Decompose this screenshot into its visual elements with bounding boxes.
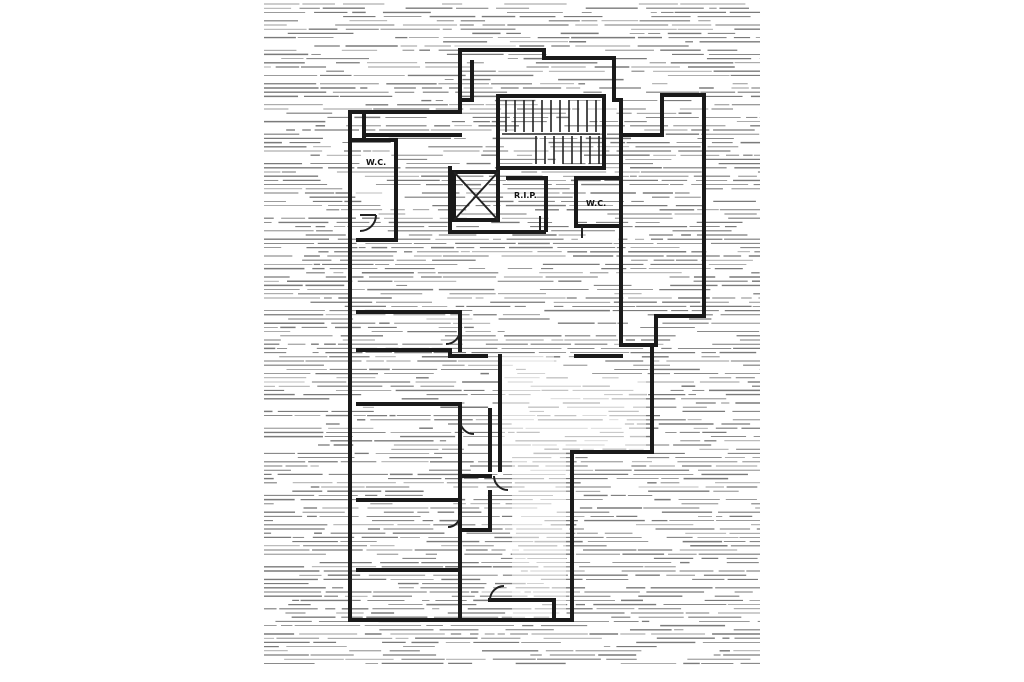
partition-4 [458,474,492,532]
corridor-wall-upper [458,60,474,114]
wc-right-label: W.C. [586,199,606,208]
elevator-shaft-icon [452,170,500,222]
door-swing-4 [493,475,509,491]
door-swing-5 [489,585,505,601]
wc-left-label: W.C. [366,158,386,167]
door-swing-1 [445,329,461,345]
lift-block-wall [448,166,546,234]
partition-3 [356,402,492,478]
wc-left-wall [356,138,398,242]
staircase-icon [502,100,600,164]
floor-plan-drawing: W.C. R.I.P. W.C. [264,3,760,665]
wc-left-door [359,214,377,232]
stair-core-wall [496,94,606,170]
elevator-cross [453,171,499,221]
wc-right-wall [574,176,622,228]
door-swing-3 [447,514,461,528]
outer-wall [348,48,654,622]
partition-2 [356,348,488,358]
right-annex-wall [619,93,706,347]
scan-hatch-pattern [264,3,760,665]
rip-label: R.I.P. [514,191,537,200]
courtyard-area [500,356,646,622]
rip-room-wall [506,176,548,232]
door-swing-2 [459,419,475,435]
floor-plan-sheet: W.C. R.I.P. W.C. [264,0,760,668]
partition-1 [356,310,462,352]
partition-10 [488,598,556,622]
